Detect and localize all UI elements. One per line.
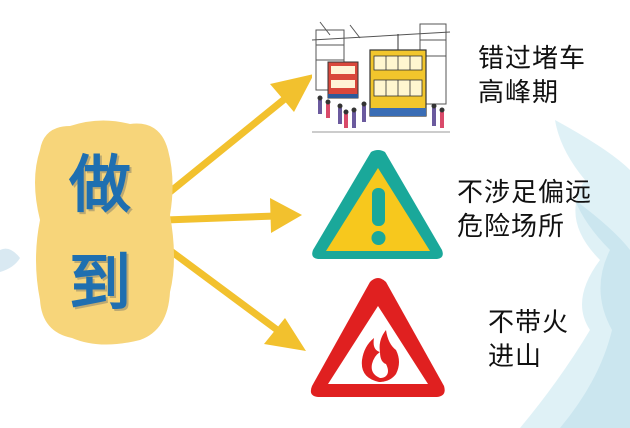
exclamation-warning-icon [312,150,443,259]
center-badge [35,120,174,345]
item-text-traffic: 错过堵车 高峰期 [478,42,586,110]
item-line: 错过堵车 [478,44,587,74]
item-line: 不带火 [488,308,570,338]
fire-warning-icon [310,278,445,397]
arrows [156,74,314,351]
item-line: 高峰期 [478,78,560,108]
item-text-no-fire: 不带火 进山 [488,306,569,374]
item-line: 不涉足偏远 [457,178,593,208]
arrow-to-tram [156,74,314,204]
arrow-to-fire [156,239,306,351]
arrow-to-warning [161,198,302,233]
item-text-remote-places: 不涉足偏远 危险场所 [457,176,592,244]
badge-char-1: 做 [68,148,131,221]
item-line: 进山 [488,342,543,372]
item-line: 危险场所 [457,212,566,242]
tram-street-illustration [311,21,451,140]
background-wash [0,120,630,428]
badge-char-2: 到 [68,246,131,319]
